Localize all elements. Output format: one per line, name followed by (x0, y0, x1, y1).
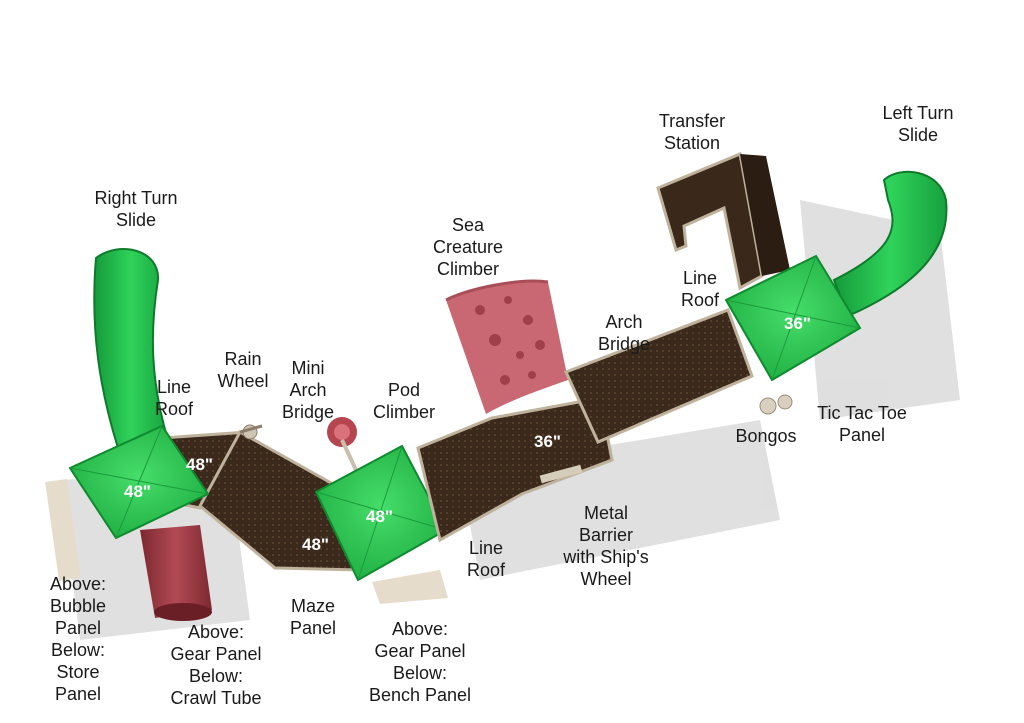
label-line: Panel (54, 684, 102, 704)
label-line: Bench Panel (368, 685, 472, 705)
label-line: Creature (432, 237, 504, 257)
label-bongos: Bongos (724, 425, 808, 447)
label-line: Rain (224, 349, 262, 369)
label-line: Transfer (658, 111, 726, 131)
label-line: Roof (466, 560, 506, 580)
label-line: Slide (115, 210, 157, 230)
line-roof-right (724, 254, 862, 382)
label-line: Right Turn (94, 188, 178, 208)
height-deck-left: 48" (186, 455, 213, 474)
height-roof-mid: 48" (366, 507, 393, 526)
label-line: Roof (154, 399, 194, 419)
label-line: Gear Panel (170, 644, 262, 664)
label-line: Roof (680, 290, 720, 310)
label-line: Mini (291, 358, 325, 378)
label-line: Pod (387, 380, 421, 400)
label-line: Below: (50, 640, 106, 660)
label-line: Crawl Tube (170, 688, 262, 708)
label-line: Bongos (735, 426, 797, 446)
line-roof-left (68, 424, 210, 540)
label-line: Below: (392, 663, 448, 683)
crawl-tube (140, 525, 212, 621)
label-line: Bubble (49, 596, 107, 616)
label-line: Maze (290, 596, 335, 616)
label-line: Above: (49, 574, 107, 594)
label-line: Climber (436, 259, 499, 279)
height-deck-mid: 48" (302, 535, 329, 554)
height-deck-center: 36" (534, 432, 561, 451)
label-line: Left Turn (882, 103, 954, 123)
label-line: Wheel (217, 371, 269, 391)
store-panel (45, 478, 81, 582)
bongos (759, 394, 793, 415)
label-line: Bridge (597, 334, 651, 354)
label-line: Above: (391, 619, 449, 639)
label-line: Tic Tac Toe (817, 403, 907, 423)
transfer-station (656, 151, 790, 291)
label-line: Line (156, 377, 192, 397)
left-turn-slide (832, 170, 948, 318)
label-line: Station (663, 133, 721, 153)
label-line: Panel (838, 425, 886, 445)
rain-wheel (239, 424, 263, 440)
label-line: Metal (583, 503, 628, 523)
label-line: Bridge (281, 402, 335, 422)
label-line: Arch (289, 380, 327, 400)
label-line: Slide (897, 125, 939, 145)
label-line: Above: (187, 622, 245, 642)
label-line: Arch (605, 312, 643, 332)
label-line: Gear Panel (374, 641, 466, 661)
label-line: Barrier (578, 525, 633, 545)
arch-bridge (563, 308, 754, 444)
bench-panel (372, 570, 448, 604)
right-turn-slide (93, 248, 170, 450)
sea-creature-climber (445, 279, 568, 414)
pod-climber (327, 417, 358, 471)
label-line: with Ship's (563, 547, 649, 567)
metal-barrier (539, 464, 583, 484)
label-line: Panel (289, 618, 337, 638)
label-line: Store (56, 662, 100, 682)
label-line: Wheel (580, 569, 632, 589)
label-line: Line (682, 268, 718, 288)
label-line: Sea (451, 215, 485, 235)
label-line: Panel (54, 618, 102, 638)
deck-center (416, 396, 614, 543)
height-roof-right: 36" (784, 314, 811, 333)
label-line: Climber (372, 402, 435, 422)
label-line: Line (468, 538, 504, 558)
height-roof-left: 48" (124, 482, 151, 501)
label-line: Below: (188, 666, 244, 686)
